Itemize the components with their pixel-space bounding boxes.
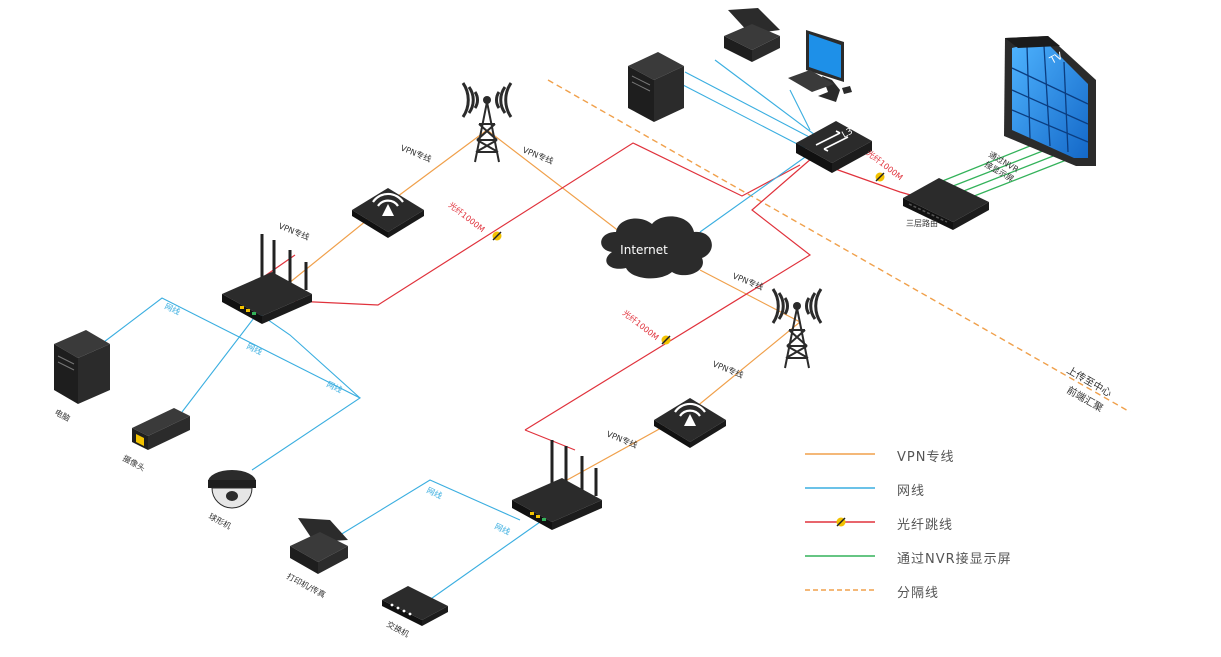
pc-tower-icon xyxy=(54,330,110,404)
router-caption: 三层路由 xyxy=(906,218,938,228)
camera-icon xyxy=(132,408,190,450)
legend-label: 网线 xyxy=(897,484,926,499)
legend-item-nvr: 通过NVR接显示屏 xyxy=(805,544,1065,578)
legend-item-fiber: 光纤跳线 xyxy=(805,510,1065,544)
tv-wall-icon: TV xyxy=(1004,36,1096,166)
nvr-router-icon xyxy=(903,178,989,230)
radio-tower-icon xyxy=(461,82,513,163)
dome-camera-icon xyxy=(208,470,256,509)
legend-label: 分隔线 xyxy=(897,586,940,601)
fiber-connector-icons xyxy=(492,172,885,345)
legend: VPN专线 网线 光纤跳线 通过NVR接显示屏 分隔线 xyxy=(805,442,1065,612)
legend-label: 光纤跳线 xyxy=(897,518,954,533)
wireless-ap-icon xyxy=(352,188,424,238)
vpn-line-label: VPN专线 xyxy=(399,143,433,164)
desktop-monitor-icon xyxy=(788,30,852,102)
legend-fiber-swatch xyxy=(805,517,875,527)
l3-label: L3 xyxy=(841,127,855,141)
router-icon xyxy=(512,440,602,530)
network-switch-icon xyxy=(382,586,448,626)
legend-label: 通过NVR接显示屏 xyxy=(897,552,1012,567)
legend-label: VPN专线 xyxy=(897,450,955,465)
lan-lines xyxy=(99,59,816,609)
server-icon xyxy=(628,52,684,122)
legend-item-lan: 网线 xyxy=(805,476,1065,510)
wireless-ap-icon xyxy=(654,398,726,448)
legend-item-vpn: VPN专线 xyxy=(805,442,1065,476)
fiber-line-label: 光纤1000M xyxy=(447,200,487,235)
legend-item-divider: 分隔线 xyxy=(805,578,1065,612)
l3-switch-icon: L3 xyxy=(796,121,872,173)
zone-divider-line xyxy=(547,79,1131,413)
vpn-line-label: VPN专线 xyxy=(277,221,311,242)
nvr-lines xyxy=(939,137,1075,201)
fiber-lines xyxy=(229,142,929,451)
legend-vpn-swatch xyxy=(805,453,875,455)
vpn-line-label: VPN专线 xyxy=(711,359,745,380)
lan-line-label: 网线 xyxy=(245,341,264,357)
router-icon xyxy=(222,234,312,324)
printer-icon xyxy=(724,8,780,62)
fiber-line-label: 光纤1000M xyxy=(621,308,661,343)
printer-caption: 打印机/传真 xyxy=(285,571,327,600)
vpn-line-label: VPN专线 xyxy=(521,145,555,166)
switch-caption: 交换机 xyxy=(385,619,411,639)
fiber-line-label: 光纤1000M xyxy=(865,148,905,183)
legend-nvr-swatch xyxy=(805,555,875,557)
lan-line-label: 网线 xyxy=(493,521,512,537)
printer-fax-icon xyxy=(290,518,348,574)
legend-divider-swatch xyxy=(805,589,875,591)
internet-cloud-icon: Internet xyxy=(601,216,712,279)
vpn-line-label: VPN专线 xyxy=(605,429,639,450)
legend-lan-swatch xyxy=(805,487,875,489)
internet-label: Internet xyxy=(620,243,668,257)
radio-tower-icon xyxy=(771,288,823,369)
dome-caption: 球形机 xyxy=(207,511,233,531)
lan-line-label: 网线 xyxy=(425,485,444,501)
camera-caption: 摄像头 xyxy=(121,453,147,473)
pc-caption: 电脑 xyxy=(53,407,72,423)
